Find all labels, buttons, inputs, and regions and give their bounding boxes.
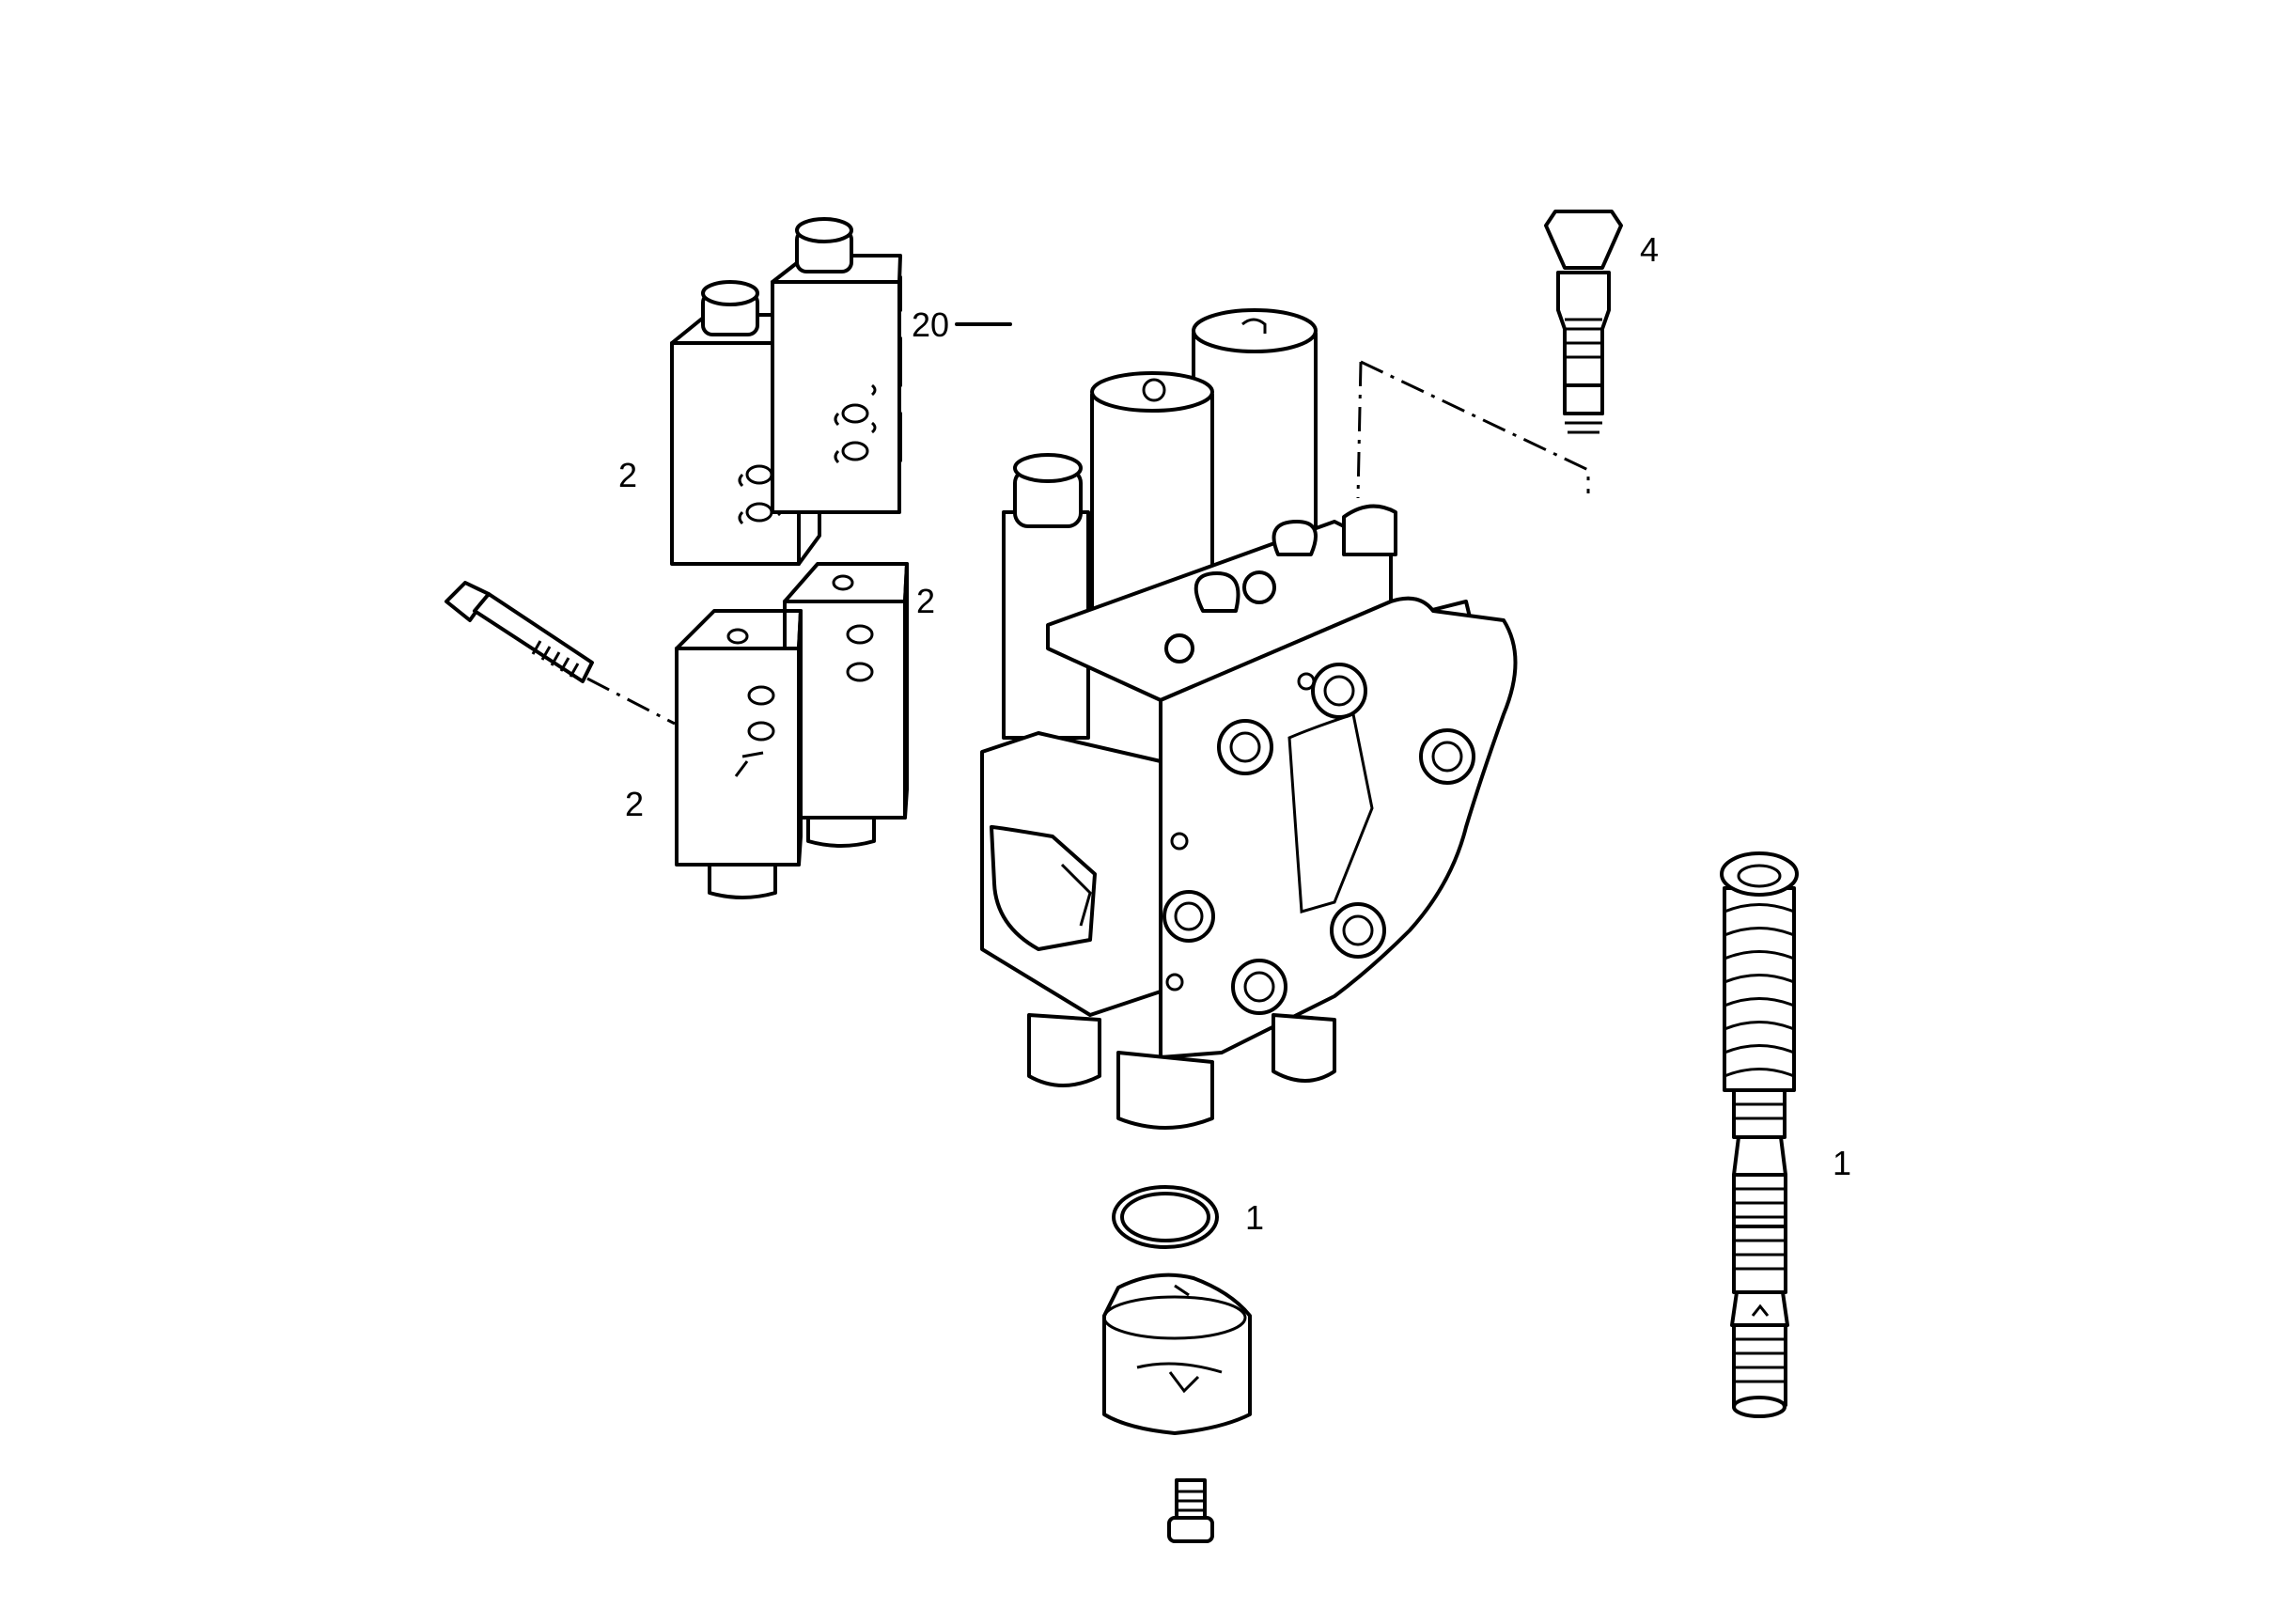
plug-cap-centerline [1356,360,1590,499]
end-cap [1102,1273,1252,1435]
main-valve-body [980,308,1518,1130]
callout-solenoid-top-left: 2 [618,456,637,494]
callout-solenoid-bottom-left: 2 [625,785,644,823]
solenoid-valve-upper-right [771,217,902,514]
callout-solenoid-top-right: 2 [916,582,935,620]
mounting-bolt [445,581,594,683]
o-ring [1112,1185,1219,1249]
solenoid-valve-lower-left [675,609,803,899]
bolt-centerline [586,677,676,726]
callout-o-ring: 1 [1245,1198,1264,1237]
spool-spring-assembly [1720,851,1799,1418]
callout-solenoid-pair-code: 20 [912,305,949,344]
solenoid-valve-lower-right [783,562,909,848]
plug-cap [1544,210,1623,434]
callout-spool: 1 [1833,1144,1851,1182]
small-screw [1167,1478,1214,1543]
callout-plug-cap: 4 [1640,230,1659,269]
